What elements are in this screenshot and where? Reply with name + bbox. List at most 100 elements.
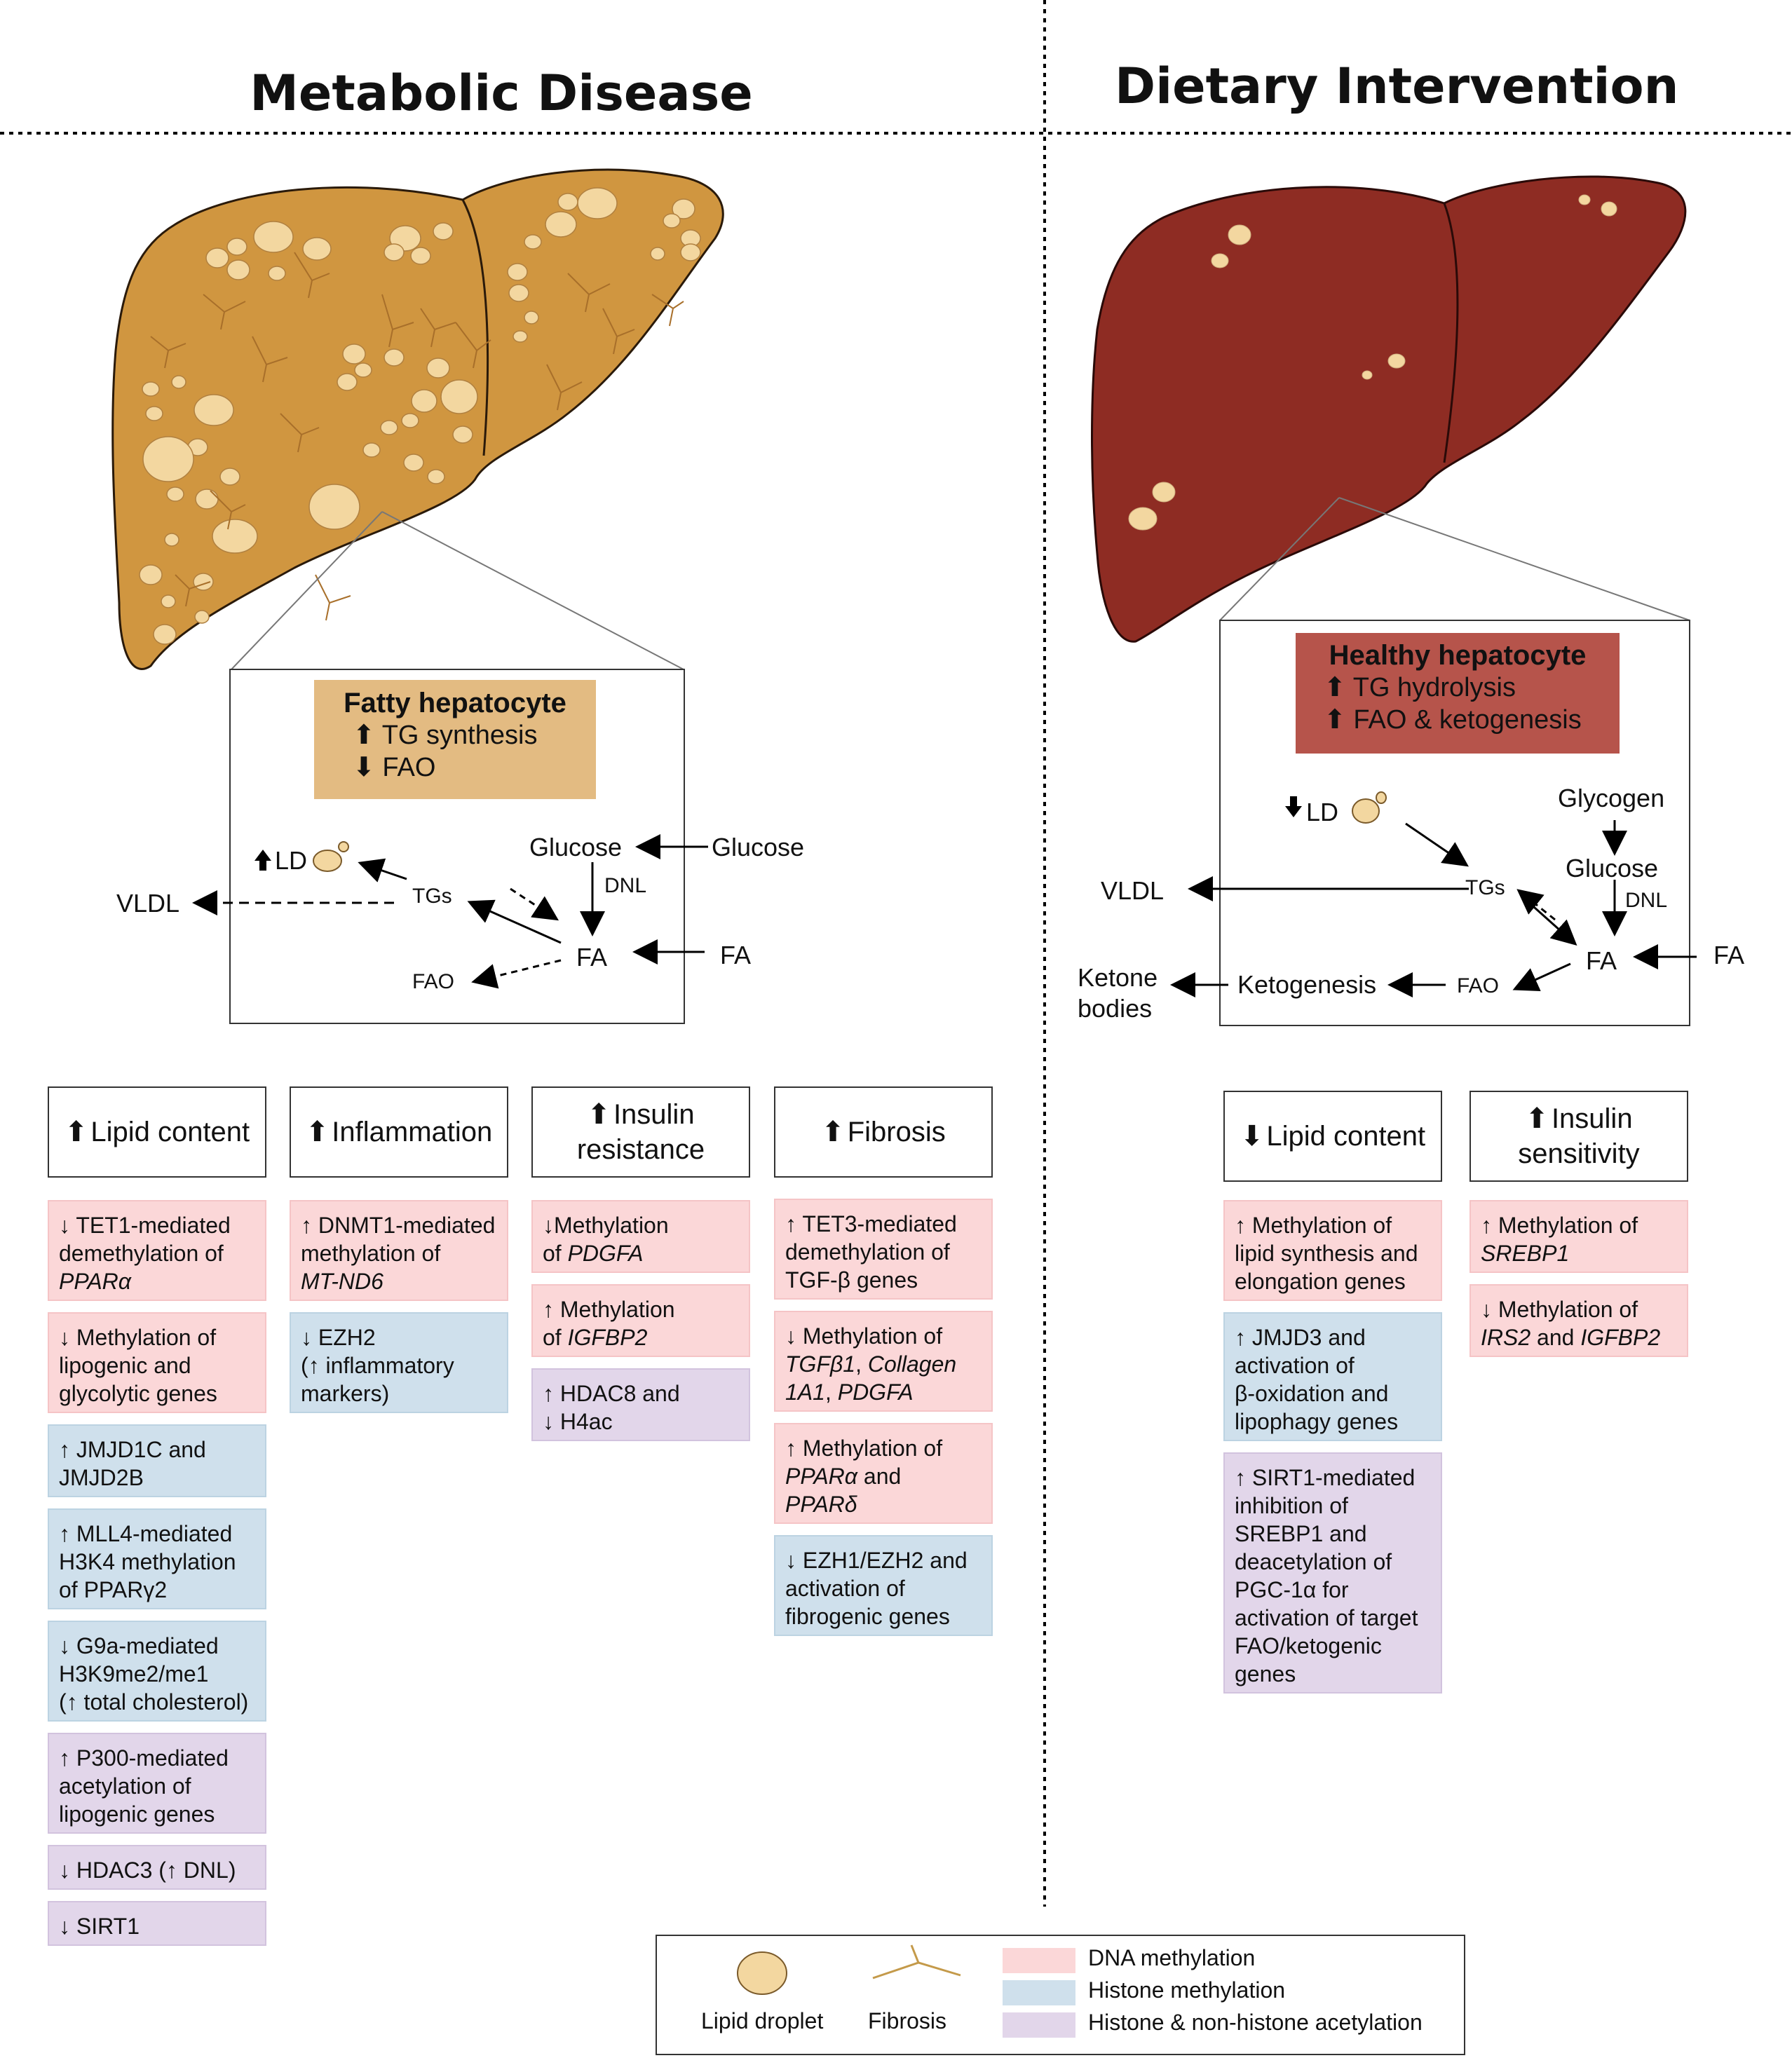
- lipid-droplet: [145, 406, 163, 421]
- legend: [656, 1935, 1465, 2055]
- healthy-fao-label: FAO: [1457, 974, 1500, 997]
- fatty-label-bg: [314, 680, 596, 799]
- lipid-droplet: [524, 311, 539, 325]
- healthy-bodies-label: bodies: [1078, 994, 1153, 1023]
- lipid-droplet: [212, 519, 258, 554]
- up-arrow-icon: ⬆: [587, 1099, 611, 1130]
- healthy-hepatocyte-title: Healthy hepatocyte: [1329, 640, 1587, 671]
- lipid-droplet: [577, 187, 618, 219]
- card-text-line: ↓ H4ac: [543, 1409, 613, 1434]
- left-col2-card-2: ↑ HDAC8 and↓ H4ac: [531, 1368, 750, 1441]
- lipid-droplet: [680, 243, 701, 261]
- card-text-line: H3K4 methylation: [59, 1549, 236, 1574]
- fatty-liver-fibrosis: [150, 252, 684, 621]
- lipid-droplet: [403, 454, 424, 472]
- card-text-line: SREBP1: [1481, 1241, 1570, 1266]
- fatty-ld-droplet: [313, 841, 349, 872]
- card-text-line: ↑ MLL4-mediated: [59, 1521, 233, 1546]
- card-text-line: SREBP1 and: [1235, 1521, 1367, 1546]
- card-text-line: (↑ total cholesterol): [59, 1689, 249, 1715]
- healthy-liver-illustration: [1091, 175, 1687, 643]
- lipid-droplet: [1601, 201, 1617, 217]
- card-text-line: ↑ Methylation: [543, 1297, 675, 1322]
- fatty-fao: FAO: [382, 753, 436, 782]
- lipid-droplet: [411, 389, 437, 413]
- lipid-droplet: [440, 379, 478, 414]
- card-text-line: β-oxidation and: [1235, 1381, 1389, 1406]
- lipid-droplet: [362, 442, 381, 458]
- healthy-ld-down-arrow: [1285, 796, 1302, 817]
- card-text-line: IRS2 and IGFBP2: [1481, 1325, 1661, 1350]
- lipid-droplet: [142, 436, 194, 482]
- fatty-liver-lobe-line: [461, 199, 489, 456]
- card-text-line: JMJD2B: [59, 1465, 144, 1490]
- lipid-droplet: [166, 486, 184, 502]
- lipid-droplet: [302, 237, 332, 261]
- fibrosis-mark: [420, 308, 456, 348]
- fatty-zoom-line-left: [231, 511, 383, 670]
- healthy-ld-droplet: [1352, 791, 1387, 824]
- left-header-2-text: resistance: [576, 1134, 705, 1165]
- healthy-liver-lobe-line: [1443, 203, 1459, 463]
- card-text-line: ↑ Methylation of: [785, 1436, 943, 1461]
- healthy-hepatocyte-label: Healthy hepatocyte ⬆ TG hydrolysis ⬆ FAO…: [1296, 639, 1620, 751]
- card-text-line: PPARα and: [785, 1464, 902, 1489]
- legend-dna-swatch: [1003, 1948, 1075, 1973]
- card-text-line: PGC-1α for: [1235, 1577, 1349, 1602]
- card-text-line: lipophagy genes: [1235, 1409, 1399, 1434]
- lipid-droplet: [268, 266, 286, 281]
- lipid-droplet: [1362, 370, 1373, 380]
- lipid-droplet: [433, 222, 454, 240]
- card-text-line: ↓ Methylation of: [785, 1323, 943, 1349]
- card-text-line: (↑ inflammatory: [301, 1353, 454, 1378]
- legend-hm-swatch: [1003, 1980, 1075, 2005]
- fatty-hepatocyte-title: Fatty hepatocyte: [344, 688, 566, 718]
- card-text-line: MT-ND6: [301, 1269, 383, 1294]
- fatty-tg-synthesis: TG synthesis: [381, 721, 538, 750]
- left-header-3-text: Fibrosis: [847, 1117, 946, 1147]
- fibrosis-mark: [150, 336, 186, 369]
- lipid-droplet: [342, 343, 366, 364]
- card-text-line: fibrogenic genes: [785, 1604, 950, 1629]
- card-text-line: 1A1, PDGFA: [785, 1379, 914, 1405]
- lipid-droplet: [354, 362, 372, 378]
- lipid-droplet: [663, 213, 681, 229]
- healthy-fao-ketogenesis: FAO & ketogenesis: [1353, 705, 1582, 735]
- title-metabolic-disease: Metabolic Disease: [250, 64, 753, 122]
- card-text-line: activation of: [1235, 1353, 1355, 1378]
- card-text-line: ↓ G9a-mediated: [59, 1633, 219, 1658]
- card-text-line: ↑ DNMT1-mediated: [301, 1213, 496, 1238]
- fatty-fa-in-label: FA: [720, 941, 752, 969]
- fatty-ld-up-arrow: [254, 850, 271, 871]
- card-text-line: genes: [1235, 1661, 1296, 1686]
- fibrosis-mark: [381, 294, 414, 348]
- right-header-0-text: Lipid content: [1266, 1121, 1426, 1152]
- fibrosis-mark: [315, 574, 351, 621]
- right-header-1-text: sensitivity: [1518, 1138, 1640, 1169]
- legend-fibrosis-icon: [872, 1944, 961, 1979]
- card-text-line: ↓ SIRT1: [59, 1914, 140, 1939]
- fibrosis-mark: [567, 273, 611, 313]
- card-text-line: demethylation of: [785, 1239, 950, 1265]
- card-text-line: ↓ HDAC3 (↑ DNL): [59, 1858, 236, 1883]
- lipid-droplet: [1211, 253, 1229, 268]
- up-arrow-icon: ⬆: [1324, 705, 1354, 735]
- fibrosis-mark: [651, 294, 684, 327]
- lipid-droplet: [383, 243, 405, 261]
- card-text-line: glycolytic genes: [59, 1381, 217, 1406]
- card-text-line: deacetylation of: [1235, 1549, 1392, 1574]
- lipid-droplet: [1228, 224, 1251, 245]
- lipid-droplet: [1152, 482, 1176, 503]
